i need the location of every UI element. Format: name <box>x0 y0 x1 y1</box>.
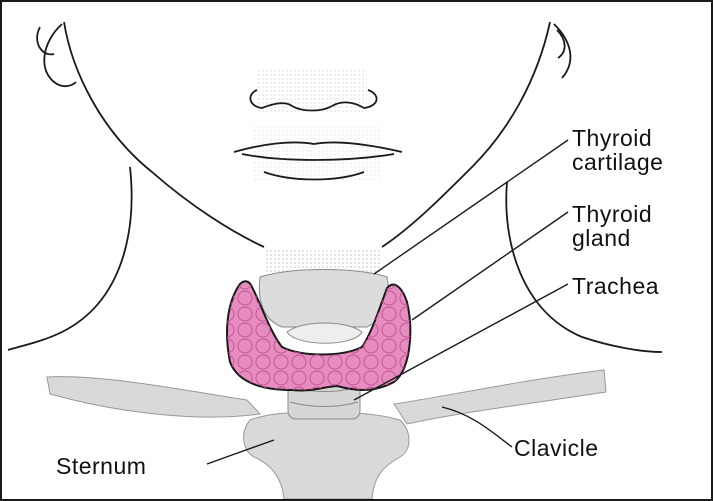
trachea-label: Trachea <box>572 274 659 298</box>
thyroid-gland-label: Thyroid gland <box>572 202 652 250</box>
sternum-label: Sternum <box>56 454 146 478</box>
sternum-shape <box>244 413 409 499</box>
clavicle-label: Clavicle <box>514 436 599 460</box>
thyroid-cartilage-shape <box>259 270 388 328</box>
thyroid-gland-label-line1: Thyroid <box>572 202 652 226</box>
thyroid-gland-label-line2: gland <box>572 226 652 250</box>
leader-line-thyroid-cartilage <box>374 140 568 274</box>
thyroid-cartilage-label-line1: Thyroid <box>572 126 663 150</box>
thyroid-cartilage-label: Thyroid cartilage <box>572 126 663 174</box>
leader-line-thyroid-gland <box>412 212 568 320</box>
thyroid-cartilage-label-line2: cartilage <box>572 150 663 174</box>
